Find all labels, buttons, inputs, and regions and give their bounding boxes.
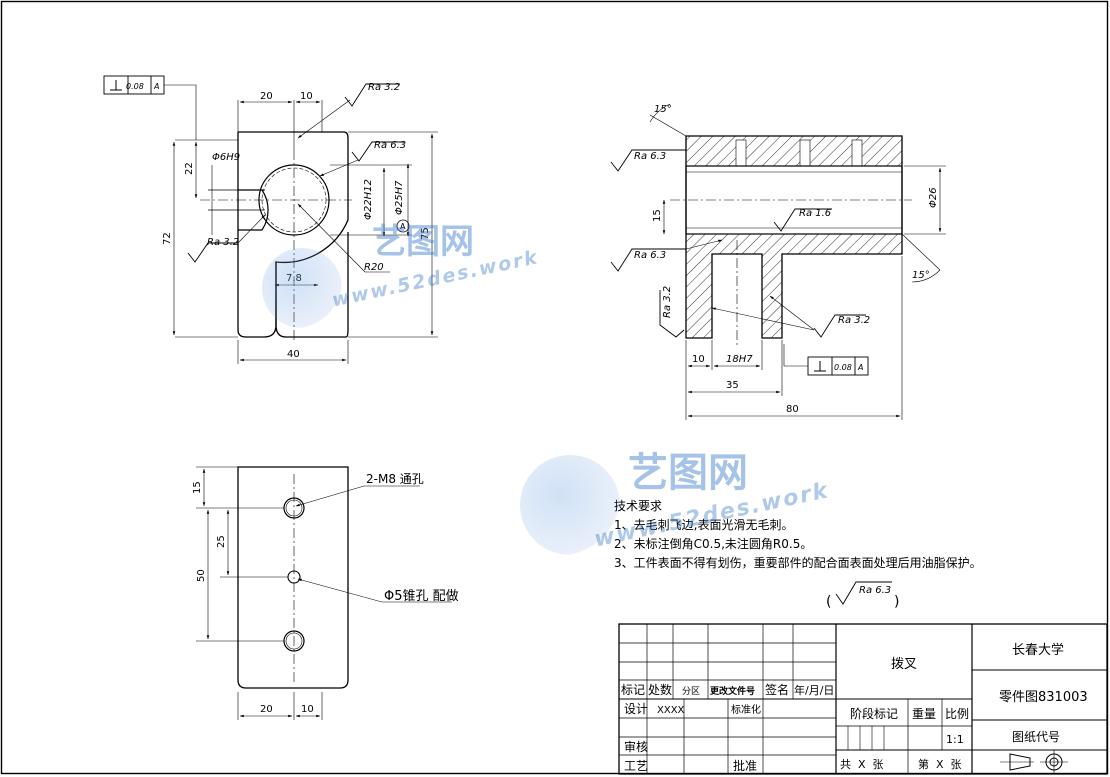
section-ra-top: Ra 6.3 bbox=[634, 151, 666, 162]
callout-pin: Φ5锥孔 配做 bbox=[384, 589, 459, 604]
front-outline-left bbox=[237, 132, 277, 338]
section-gdt-value: 0.08 bbox=[834, 363, 852, 372]
front-dim-75: 75 bbox=[420, 227, 431, 240]
bottom-view-text: 15 25 50 20 10 2-M8 通孔 Φ5锥孔 配做 bbox=[192, 472, 459, 715]
tb-review-label: 审核 bbox=[624, 739, 648, 754]
bottom-dim-10: 10 bbox=[301, 704, 314, 715]
tb-col-date: 年/月/日 bbox=[794, 683, 834, 697]
front-dim-7-8: 7.8 bbox=[286, 273, 302, 284]
default-roughness-close: ) bbox=[894, 594, 899, 610]
datum-marker: A bbox=[400, 222, 406, 231]
section-view bbox=[610, 103, 946, 420]
front-ra-bore: Ra 6.3 bbox=[374, 140, 406, 151]
section-dim-80: 80 bbox=[786, 404, 799, 415]
notes-title: 技术要求 bbox=[614, 499, 663, 513]
section-dim-35: 35 bbox=[726, 380, 739, 391]
tb-weight-label: 重量 bbox=[912, 707, 936, 721]
tb-col-change-doc: 更改文件号 bbox=[710, 685, 755, 697]
section-ra-left: Ra 6.3 bbox=[634, 250, 666, 261]
hole-label-phi25: Φ25H7 bbox=[394, 180, 405, 215]
front-view bbox=[103, 75, 438, 364]
tb-col-count: 处数 bbox=[648, 682, 672, 697]
bottom-dim-20: 20 bbox=[260, 704, 273, 715]
note-item-2: 2、未标注倒角C0.5,未注圆角R0.5。 bbox=[614, 537, 813, 551]
bottom-dim-25: 25 bbox=[216, 535, 227, 548]
tb-col-sign: 签名 bbox=[765, 682, 789, 697]
tb-sheet-no: 第 X 张 bbox=[918, 757, 962, 771]
default-roughness-open: ( bbox=[826, 594, 831, 610]
front-dim-22: 22 bbox=[184, 162, 195, 175]
section-dim-18h7: 18H7 bbox=[726, 354, 753, 365]
tb-scale-value: 1:1 bbox=[946, 733, 964, 746]
tb-drawing-code-label: 图纸代号 bbox=[1012, 730, 1060, 744]
hole-label-phi6: Φ6H9 bbox=[212, 152, 240, 163]
angle-top: 15° bbox=[654, 104, 672, 115]
section-view-text: 15° 15° Ra 6.3 Ra 1.6 Ra 6.3 Ra 3.2 Ra 3… bbox=[634, 104, 939, 415]
note-item-1: 1、去毛刺飞边,表面光滑无毛刺。 bbox=[614, 518, 794, 532]
front-ra-left: Ra 3.2 bbox=[207, 237, 239, 248]
section-dim-10: 10 bbox=[692, 354, 705, 365]
front-gdt-datum: A bbox=[153, 82, 159, 91]
front-view-text: 0.08 A 20 10 22 72 75 40 7.8 R20 Φ6H9 Φ2… bbox=[126, 82, 431, 360]
bottom-dim-50: 50 bbox=[196, 569, 207, 582]
section-dim-15: 15 bbox=[652, 209, 663, 222]
title-block bbox=[618, 623, 1108, 775]
tb-sheets-total: 共 X 张 bbox=[840, 758, 884, 771]
front-ra-top: Ra 3.2 bbox=[368, 82, 400, 93]
front-dim-20: 20 bbox=[260, 91, 273, 102]
hole-label-phi22: Φ22H12 bbox=[363, 179, 374, 220]
tb-standard-label: 标准化 bbox=[731, 703, 761, 716]
slot-left bbox=[238, 189, 269, 231]
tb-col-zone: 分区 bbox=[682, 686, 700, 697]
datum-circle bbox=[396, 219, 410, 233]
front-dim-r20: R20 bbox=[364, 262, 384, 273]
tb-designer: XXXX bbox=[657, 705, 685, 716]
front-dim-40: 40 bbox=[287, 349, 300, 360]
bottom-view bbox=[196, 466, 452, 720]
tb-company: 长春大学 bbox=[1012, 642, 1064, 658]
title-block-text: 标记 处数 分区 更改文件号 签名 年/月/日 设计 XXXX 标准化 审核 工… bbox=[621, 642, 1088, 773]
note-item-3: 3、工件表面不得有划伤，重要部件的配合面表面处理后用油脂保护。 bbox=[614, 556, 982, 570]
front-dim-72: 72 bbox=[162, 232, 173, 245]
callout-thread: 2-M8 通孔 bbox=[366, 472, 424, 486]
tb-col-mark: 标记 bbox=[621, 683, 645, 697]
technical-notes: 技术要求 1、去毛刺飞边,表面光滑无毛刺。 2、未标注倒角C0.5,未注圆角R0… bbox=[614, 497, 1084, 573]
section-dim-phi26: Φ26 bbox=[928, 187, 939, 208]
tb-part-name: 拨叉 bbox=[891, 657, 917, 672]
tb-process-label: 工艺 bbox=[624, 759, 648, 773]
tb-drawing-name: 零件图831003 bbox=[999, 690, 1088, 705]
front-outline-right bbox=[238, 131, 349, 338]
angle-bottom: 15° bbox=[912, 270, 930, 281]
default-roughness: ( Ra 6.3 ) bbox=[826, 581, 899, 610]
bottom-dim-15: 15 bbox=[192, 481, 203, 494]
front-dim-10: 10 bbox=[300, 91, 313, 102]
section-ra-bore: Ra 1.6 bbox=[799, 208, 831, 219]
section-ra-leg: Ra 3.2 bbox=[662, 286, 673, 318]
tb-approve-label: 批准 bbox=[733, 758, 757, 773]
section-ra-right: Ra 3.2 bbox=[838, 315, 870, 326]
section-gdt-datum: A bbox=[857, 363, 863, 372]
default-roughness-value: Ra 6.3 bbox=[859, 585, 891, 596]
tb-design-label: 设计 bbox=[624, 702, 648, 716]
front-gdt-value: 0.08 bbox=[126, 82, 144, 91]
tb-stage-label: 阶段标记 bbox=[850, 706, 898, 721]
tb-scale-label: 比例 bbox=[945, 707, 969, 721]
front-gdt-frame bbox=[103, 75, 165, 95]
